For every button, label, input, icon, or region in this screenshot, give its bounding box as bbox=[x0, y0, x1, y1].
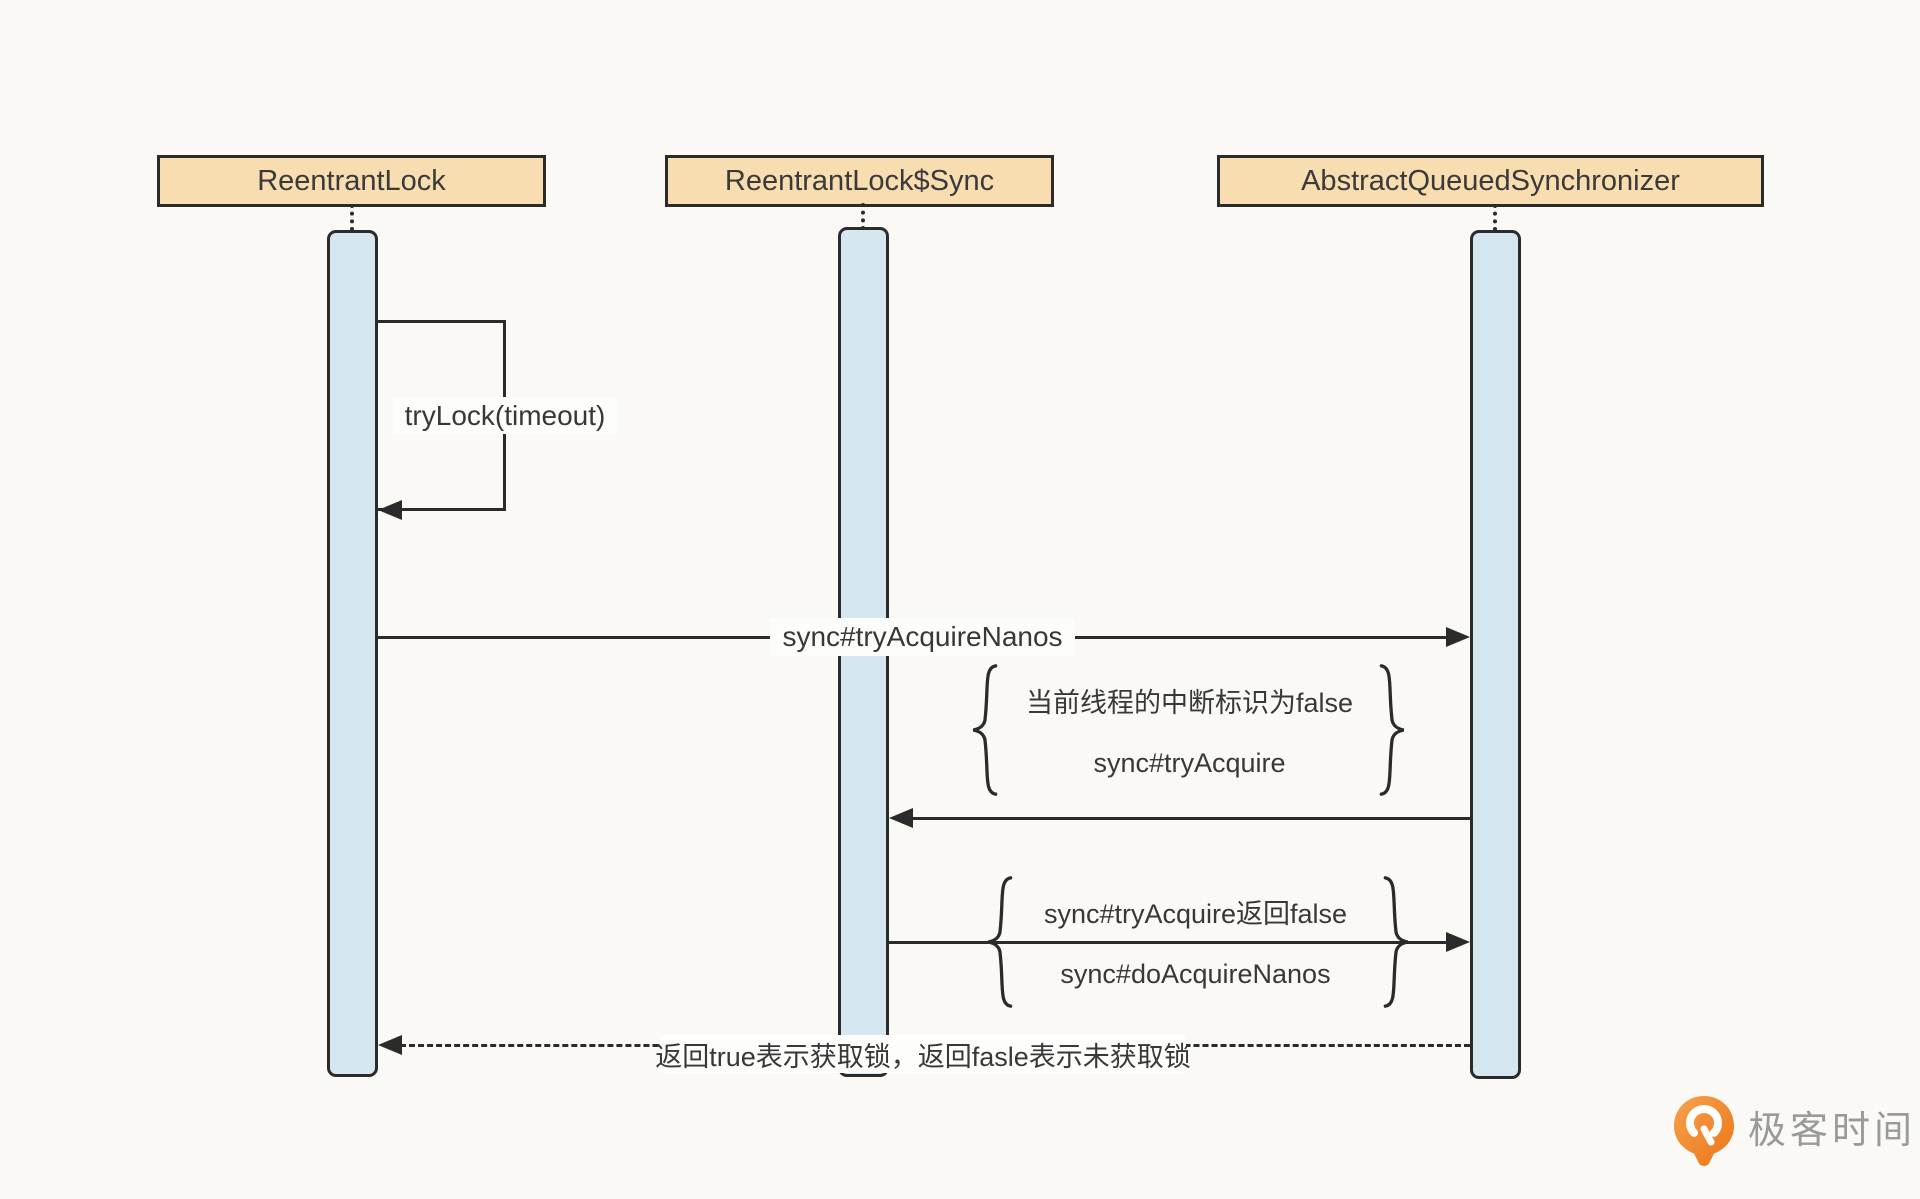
note-text: sync#tryAcquire返回false bbox=[1008, 895, 1383, 929]
participant-label: AbstractQueuedSynchronizer bbox=[1301, 164, 1680, 197]
brace-left-icon bbox=[987, 876, 1013, 1008]
participant-box-abstract-queued-synchronizer: AbstractQueuedSynchronizer bbox=[1217, 155, 1764, 207]
geektime-logo-text: 极客时间 bbox=[1748, 1110, 1917, 1152]
arrowhead-left-icon bbox=[378, 1035, 402, 1055]
message-label-return: 返回true表示获取锁，返回fasle表示未获取锁 bbox=[655, 1035, 1191, 1073]
note-text: sync#tryAcquire bbox=[1093, 747, 1286, 778]
participant-box-reentrantlock-sync: ReentrantLock$Sync bbox=[665, 155, 1054, 207]
brace-right-icon bbox=[1379, 664, 1405, 796]
participant-label: ReentrantLock$Sync bbox=[724, 164, 995, 197]
participant-box-reentrantlock: ReentrantLock bbox=[157, 155, 546, 207]
message-label-trylock: tryLock(timeout) bbox=[393, 397, 617, 434]
brace-left-icon bbox=[972, 664, 998, 796]
arrowhead-right-icon bbox=[1446, 932, 1470, 952]
note-text: sync#doAcquireNanos bbox=[1060, 958, 1331, 989]
arrowhead-left-icon bbox=[889, 808, 913, 828]
geektime-logo-icon bbox=[1674, 1096, 1734, 1166]
lifeline-dotted-connector bbox=[861, 203, 865, 230]
arrowhead-left-icon bbox=[378, 500, 402, 520]
note-text: 当前线程的中断标识为false bbox=[1025, 687, 1354, 718]
brace-right-icon bbox=[1383, 876, 1409, 1008]
geektime-logo: 极客时间 bbox=[1672, 1094, 1916, 1168]
lifeline-dotted-connector bbox=[350, 204, 354, 231]
participant-label: ReentrantLock bbox=[257, 164, 446, 197]
message-line-return-to-sync bbox=[912, 817, 1470, 821]
lifeline-bar-reentrantlock bbox=[327, 230, 378, 1077]
message-label-try-acquire-nanos: sync#tryAcquireNanos bbox=[770, 618, 1075, 656]
lifeline-bar-abstract-queued-synchronizer bbox=[1470, 230, 1521, 1079]
message-line-do-acquire-nanos bbox=[889, 941, 1446, 945]
lifeline-dotted-connector bbox=[1493, 204, 1497, 231]
arrowhead-right-icon bbox=[1446, 627, 1470, 647]
